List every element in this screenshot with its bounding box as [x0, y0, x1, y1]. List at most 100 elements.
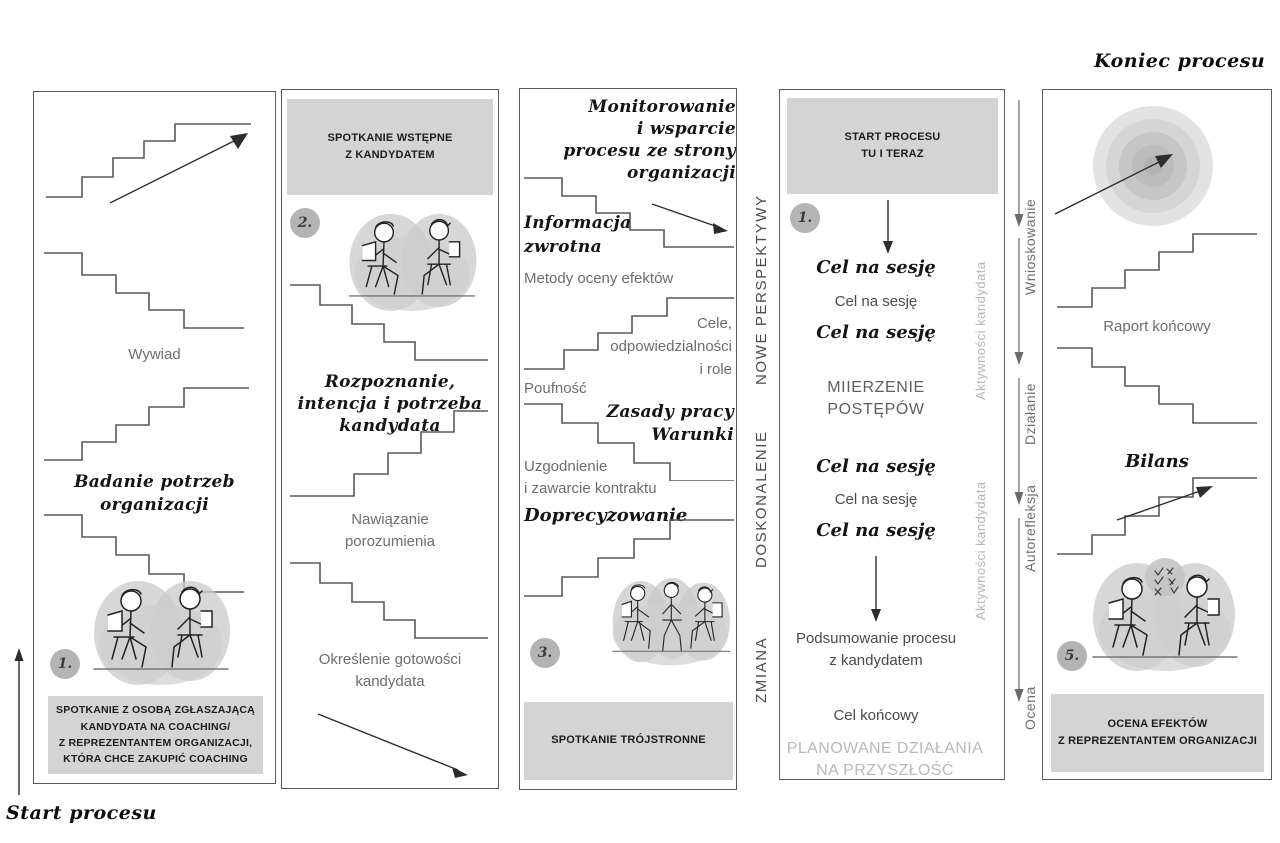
label-col4-12: NA PRZYSZŁOŚĆ [816, 762, 954, 779]
stairs-down-2c [290, 562, 488, 639]
header-banner-col4: START PROCESU TU I TERAZ [787, 98, 998, 194]
label-col3-5: zwrotna [524, 237, 602, 257]
cycle-label-ocena: Ocena [1022, 686, 1038, 730]
inner-side-label-aktywnosci-2: Aktywności kandydata [973, 481, 988, 620]
label-col3-6: Metody oceny efektów [524, 270, 674, 287]
banner-line: Z KANDYDATEM [345, 149, 435, 161]
stairs-up-5a [1057, 233, 1257, 308]
stairs-up-1b [44, 387, 249, 461]
step-number-2: 2. [290, 208, 320, 238]
start-of-process-label: Start procesu [6, 802, 157, 824]
label-col3-14: i zawarcie kontraktu [524, 480, 657, 497]
stairs-up-3b [524, 519, 734, 597]
banner-line: TU I TERAZ [861, 148, 924, 160]
step-number-5: 5. [1057, 641, 1087, 671]
label-col4-8: Podsumowanie procesu [795, 630, 957, 647]
column-2: SPOTKANIE WSTĘPNE Z KANDYDATEM 2. [281, 89, 499, 789]
arrow-down-4b [871, 556, 881, 622]
label-col4-3: MIIERZENIE [827, 379, 925, 396]
phase-label-nowe-perspektywy: NOWE PERSPEKTYWY [753, 194, 770, 385]
footer-banner-col5: OCENA EFEKTÓW Z REPREZENTANTEM ORGANIZAC… [1051, 694, 1264, 772]
label-col1-1: Badanie potrzeb [74, 472, 235, 492]
label-col4-11: PLANOWANE DZIAŁANIA [786, 740, 984, 757]
label-col1-2: organizacji [100, 495, 209, 515]
label-col5-1: Bilans [1125, 451, 1189, 472]
banner-line: KTÓRA CHCE ZAKUPIĆ COACHING [63, 753, 248, 766]
step-number-4: 1. [790, 203, 820, 233]
label-col3-12: Warunki [651, 425, 734, 445]
cycle-arrow-autorefleksja [1014, 378, 1024, 505]
label-col2-2: kandydata [339, 416, 441, 436]
label-col3-1: i wsparcie [636, 119, 736, 139]
step-number-1: 1. [50, 649, 80, 679]
label-col3-8: odpowiedzialności [610, 338, 732, 355]
label-col2-5: Określenie gotowości [318, 651, 462, 668]
label-col2-1: intencja i potrzeba [297, 394, 483, 414]
label-col4-4: POSTĘPÓW [827, 401, 925, 418]
label-col2-4: porozumienia [344, 533, 436, 550]
three-people-seated-illustration [612, 577, 731, 666]
column-4: START PROCESU TU I TERAZ 1. Cel na sesję… [779, 89, 1005, 780]
cycle-arrow-wnioskowanie [1014, 100, 1024, 227]
arrow-up-right-5 [1116, 486, 1213, 521]
two-people-seated-illustration [93, 581, 230, 685]
arrow-to-target [1054, 154, 1173, 215]
arrow-down-right-3 [651, 203, 728, 234]
label-col4-7: Cel na sesję [816, 520, 936, 541]
stairs-down-3b [524, 403, 734, 481]
stairs-up-1a [46, 123, 251, 198]
column-1: Wywiad Badanie potrzeb organizacji [33, 91, 276, 784]
inner-side-label-aktywnosci-1: Aktywności kandydata [973, 261, 988, 400]
stairs-down-5 [1057, 347, 1257, 424]
stairs-down-1 [44, 252, 244, 329]
column-3: Monitorowanie i wsparcie procesu ze stro… [519, 88, 737, 790]
arrow-down-4a [883, 200, 893, 254]
banner-line: SPOTKANIE Z OSOBĄ ZGŁASZAJĄCĄ [56, 704, 255, 717]
label-col4-2: Cel na sesję [816, 322, 936, 343]
stairs-down-2a [290, 284, 488, 361]
label-col1-0: Wywiad [128, 346, 181, 363]
target-bullseye-icon [1093, 106, 1213, 226]
phase-label-doskonalenie: DOSKONALENIE [753, 430, 770, 568]
header-banner-col2: SPOTKANIE WSTĘPNE Z KANDYDATEM [287, 99, 493, 195]
label-col4-5: Cel na sesję [816, 456, 936, 477]
label-col3-9: i role [699, 361, 732, 378]
label-col2-6: kandydata [355, 673, 425, 690]
banner-line: Z REPREZENTANTEM ORGANIZACJI, [58, 737, 253, 749]
banner-line: KANDYDATA NA COACHING/ [80, 720, 231, 733]
stairs-down-2b [290, 410, 488, 497]
label-col3-15: Doprecyzowanie [524, 505, 688, 526]
footer-banner-col1: SPOTKANIE Z OSOBĄ ZGŁASZAJĄCĄ KANDYDATA … [48, 696, 263, 774]
arrow-up-right-1 [109, 133, 248, 204]
two-people-seated-with-checklist-illustration [1092, 558, 1238, 671]
label-col3-4: Informacja [524, 213, 632, 233]
arrow-down-right-2 [317, 713, 468, 778]
label-col5-0: Raport końcowy [1103, 318, 1211, 335]
label-col4-9: z kandydatem [829, 652, 923, 669]
label-col2-0: Rozpoznanie, [324, 372, 456, 392]
label-col3-0: Monitorowanie [588, 97, 736, 117]
label-col4-6: Cel na sesję [834, 491, 918, 508]
banner-line: SPOTKANIE TRÓJSTRONNE [551, 734, 706, 747]
label-col2-3: Nawiązanie [351, 511, 429, 528]
stairs-down-3a [524, 177, 734, 248]
banner-line: START PROCESU [844, 130, 941, 143]
banner-line: Z REPREZENTANTEM ORGANIZACJI [1057, 735, 1258, 747]
stairs-up-5b [1057, 477, 1257, 555]
label-col4-10: Cel końcowy [833, 707, 919, 724]
label-col3-7: Cele, [696, 315, 732, 332]
two-people-seated-illustration [348, 213, 477, 311]
stairs-up-3 [524, 297, 734, 370]
cycle-arrow-ocena [1014, 518, 1024, 702]
label-col3-2: procesu ze strony [563, 141, 736, 161]
column-5: Raport końcowy Bilans [1042, 89, 1272, 780]
banner-line: SPOTKANIE WSTĘPNE [327, 131, 453, 144]
label-col3-3: organizacji [627, 163, 736, 183]
phase-label-zmiana: ZMIANA [753, 636, 770, 703]
label-col3-13: Uzgodnienie [524, 458, 608, 475]
label-col4-0: Cel na sesję [816, 257, 936, 278]
label-col3-10: Poufność [524, 380, 587, 397]
footer-banner-col3: SPOTKANIE TRÓJSTRONNE [524, 702, 733, 780]
label-col3-11: Zasady pracy [606, 402, 734, 422]
